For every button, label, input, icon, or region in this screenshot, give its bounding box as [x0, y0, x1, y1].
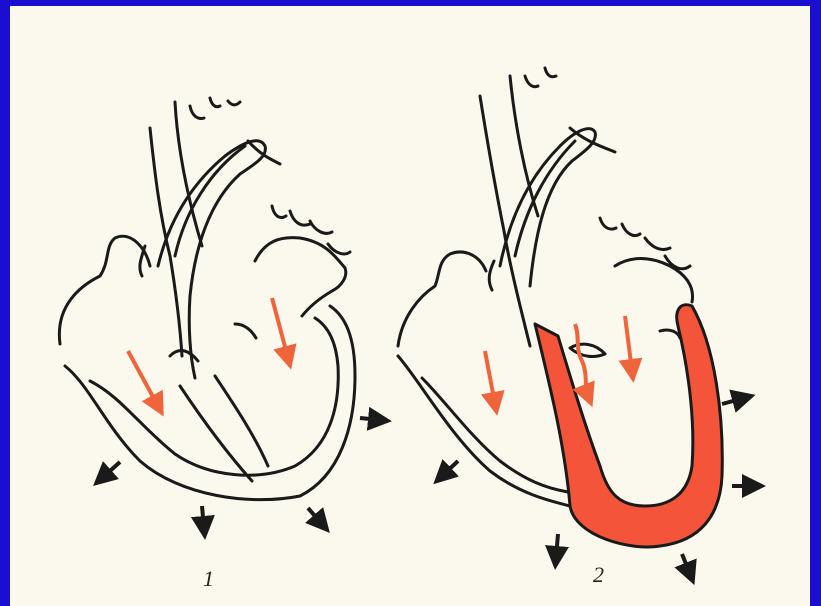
- heart-2-force-arrow-2: [556, 534, 558, 558]
- heart-1-normal: [59, 98, 355, 500]
- figure-label-2: 2: [593, 562, 604, 588]
- heart-1-force-arrow-3: [308, 508, 322, 524]
- heart-2-flow-arrow-left: [485, 351, 495, 404]
- heart-1-left-atrium: [59, 236, 150, 344]
- heart-diagrams: [10, 6, 810, 606]
- heart-2-left-atrium: [398, 252, 486, 346]
- heart-2-hypertrophy: [398, 68, 722, 547]
- heart-2-force-arrow-3: [682, 554, 690, 574]
- heart-1-septum: [180, 386, 252, 481]
- heart-2-flow-arrow-right: [625, 316, 632, 371]
- heart-2-flow-arrow-middle: [575, 324, 588, 396]
- heart-2-right-atrium: [615, 259, 693, 303]
- heart-1-inner-wall: [90, 318, 338, 475]
- heart-2-aorta: [480, 96, 530, 346]
- heart-1-flow-arrows: [128, 298, 288, 406]
- heart-1-flow-arrow-left: [128, 351, 158, 406]
- heart-1-force-arrow-2: [202, 506, 204, 528]
- heart-2-force-arrow-1: [442, 461, 458, 476]
- heart-1-force-arrows: [102, 418, 380, 528]
- heart-2-pulmonary-trunk: [500, 129, 595, 286]
- heart-1-force-arrow-4: [360, 418, 380, 420]
- heart-1-force-arrow-1: [102, 462, 120, 478]
- diagram-panel: 1 2: [10, 6, 810, 606]
- figure-label-1: 1: [203, 566, 214, 592]
- heart-1-flow-arrow-right: [272, 298, 288, 358]
- heart-2-force-arrow-5: [722, 398, 744, 404]
